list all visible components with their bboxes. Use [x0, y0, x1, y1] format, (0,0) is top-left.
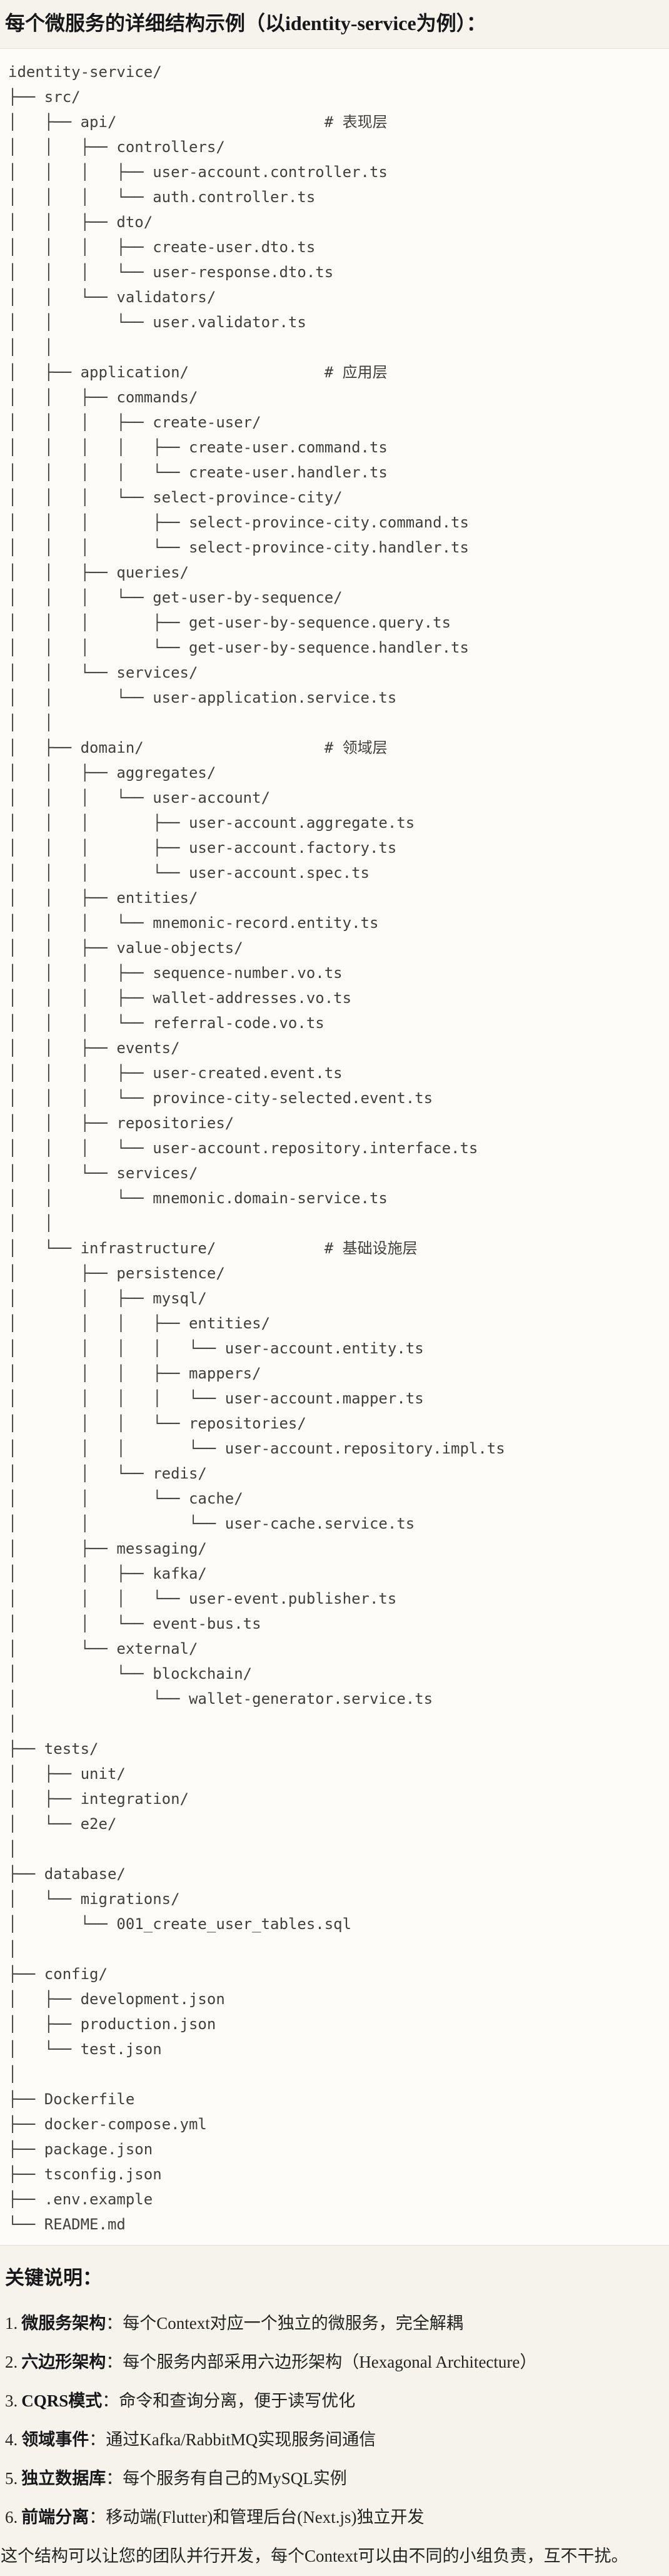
closing-paragraph: 这个结构可以让您的团队并行开发，每个Context可以由不同的小组负责，互不干扰…	[1, 2547, 628, 2565]
list-item-number: 4.	[5, 2430, 18, 2449]
list-item-term: 独立数据库	[21, 2469, 106, 2488]
list-item-number: 1.	[5, 2314, 18, 2333]
list-item-desc: ：每个Context对应一个独立的微服务，完全解耦	[106, 2314, 463, 2333]
code-block: identity-service/ ├── src/ │ ├── api/ # …	[0, 48, 669, 2246]
list-item: 1.微服务架构：每个Context对应一个独立的微服务，完全解耦	[5, 2312, 669, 2334]
list-item-desc: ：命令和查询分离，便于读写优化	[102, 2391, 356, 2410]
list-item: 4.领域事件：通过Kafka/RabbitMQ实现服务间通信	[5, 2428, 669, 2451]
list-item-number: 3.	[5, 2391, 18, 2410]
list-item-number: 6.	[5, 2508, 18, 2527]
list-item-desc: ：每个服务内部采用六边形架构（Hexagonal Architecture）	[106, 2353, 537, 2371]
page-title: 每个微服务的详细结构示例（以identity-service为例）：	[5, 12, 486, 34]
list-item-term: 领域事件	[21, 2430, 89, 2449]
list-item-term: 六边形架构	[21, 2353, 106, 2371]
list-item-desc: ：通过Kafka/RabbitMQ实现服务间通信	[89, 2430, 376, 2449]
list-item: 2.六边形架构：每个服务内部采用六边形架构（Hexagonal Architec…	[5, 2351, 669, 2373]
notes-heading: 关键说明：	[5, 2267, 102, 2289]
directory-tree: identity-service/ ├── src/ │ ├── api/ # …	[8, 63, 505, 2233]
list-item-number: 5.	[5, 2469, 18, 2488]
list-item: 3.CQRS模式：命令和查询分离，便于读写优化	[5, 2390, 669, 2412]
list-item-desc: ：移动端(Flutter)和管理后台(Next.js)独立开发	[89, 2508, 425, 2527]
list-item-number: 2.	[5, 2353, 18, 2371]
list-item-term: 前端分离	[21, 2508, 89, 2527]
list-item-desc: ：每个服务有自己的MySQL实例	[106, 2469, 347, 2488]
directory-tree-pre: identity-service/ ├── src/ │ ├── api/ # …	[0, 49, 669, 2245]
list-item-term: 微服务架构	[21, 2314, 106, 2333]
list-item-term: CQRS模式	[21, 2391, 103, 2410]
list-item: 5.独立数据库：每个服务有自己的MySQL实例	[5, 2467, 669, 2490]
list-item: 6.前端分离：移动端(Flutter)和管理后台(Next.js)独立开发	[5, 2506, 669, 2528]
notes-list: 1.微服务架构：每个Context对应一个独立的微服务，完全解耦 2.六边形架构…	[0, 2312, 669, 2528]
